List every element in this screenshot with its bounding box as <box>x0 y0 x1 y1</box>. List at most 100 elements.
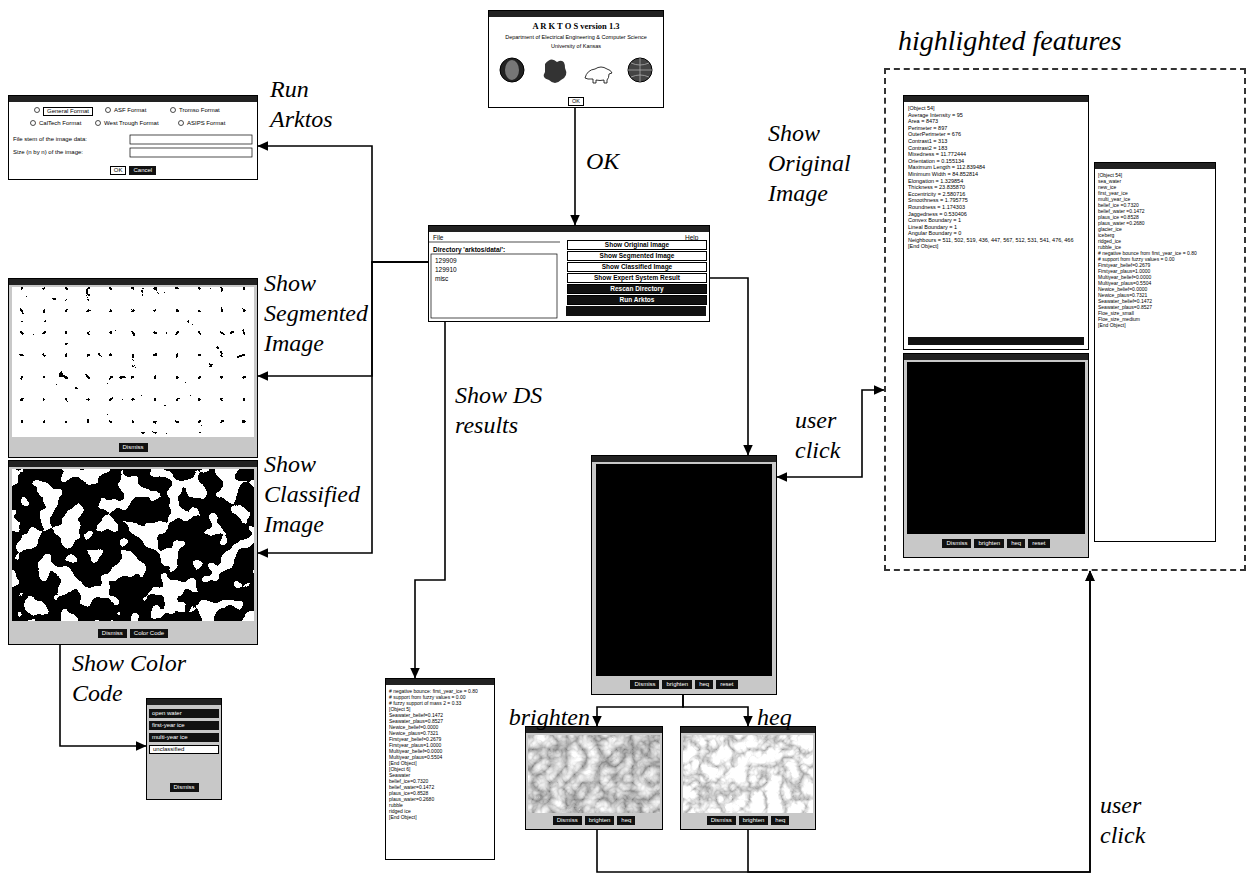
window-text: Newice_plaus=0.7321 <box>1098 292 1212 298</box>
window-text: Average Intensity = 95 <box>908 112 1084 119</box>
window-text: Dismiss <box>942 539 971 548</box>
window-text: # support from fuzzy values = 0.00 <box>389 694 491 700</box>
text-area: [Object 54]Average Intensity = 95Area = … <box>904 96 1088 250</box>
window-text: sea_water <box>1098 178 1212 184</box>
window-text: belief_water =0.1472 <box>1098 208 1212 214</box>
window-text: Angular Boundary = 0 <box>908 230 1084 237</box>
window-text: Firstyear_belief=0.2679 <box>389 736 491 742</box>
title-bar <box>429 226 709 232</box>
title-bar <box>147 699 221 705</box>
feature-list-window: [Object 54]Average Intensity = 95Area = … <box>903 95 1089 350</box>
window-text: plaus_ice =0.8528 <box>1098 214 1212 220</box>
window-text: Floe_size_medium <box>1098 316 1212 322</box>
window-text: [End Object] <box>908 243 1084 250</box>
window-text: Newice_belief=0.0000 <box>1098 286 1212 292</box>
window-text: Minimum Width = 84.852814 <box>908 171 1084 178</box>
window-text: plaus_water=0.2680 <box>389 796 491 802</box>
window-text: belief_ice=0.7320 <box>389 778 491 784</box>
window-text: Rescan Directory <box>567 284 707 294</box>
highlighted-features-group: [Object 54]Average Intensity = 95Area = … <box>884 68 1246 571</box>
window-text: Lineal Boundary = 1 <box>908 224 1084 231</box>
window-text: Floe_size_small <box>1098 310 1212 316</box>
edge-label: Run Arktos <box>270 74 342 134</box>
window-text: [Object 5] <box>389 706 491 712</box>
button-bar: Dismiss <box>9 443 257 452</box>
window-text: belief_water=0.1472 <box>389 784 491 790</box>
edge-label: user click <box>1100 790 1164 850</box>
window-text: Department of Electrical Engineering & C… <box>489 34 663 41</box>
button-bar: OK <box>489 97 663 106</box>
title-bar <box>9 279 257 285</box>
window-text: File stem of the image data: <box>13 136 87 143</box>
window-text: brighten <box>974 539 1004 548</box>
object-list-window: [Object 54]sea_waternew_icefirst_year_ic… <box>1094 162 1216 542</box>
window-text: Contrast1 = 313 <box>908 138 1084 145</box>
window-text: heq <box>1007 539 1025 548</box>
window-ground <box>680 726 816 830</box>
splash-window: A R K T O S version 1.3Department of Ele… <box>488 10 664 108</box>
window-text: West Trough Format <box>104 120 159 127</box>
window-text: ASIPS Format <box>187 120 225 127</box>
flow-arrow <box>597 571 1090 872</box>
window-text: ridged_ice <box>1098 238 1212 244</box>
zoomed-image-window: Dismissbrightenheqreset <box>903 353 1089 558</box>
window-text: Firstyear_belief=0.2679 <box>1098 262 1212 268</box>
input-field <box>130 148 252 157</box>
window-text: [End Object] <box>1098 322 1212 328</box>
window-text: heq <box>617 816 635 825</box>
window-text: University of Kansas <box>489 43 663 50</box>
button-bar: Dismissbrightenheq <box>681 816 815 825</box>
window-text: 129909 <box>435 257 457 265</box>
window-text: [Object 54] <box>908 105 1084 112</box>
brightened-image <box>528 735 660 813</box>
window-text: Perimeter = 897 <box>908 125 1084 132</box>
window-text: Newice_plaus=0.7321 <box>389 730 491 736</box>
globe-icon <box>628 58 652 82</box>
window-text: 129910 <box>435 266 457 274</box>
window-text: Dismiss <box>98 629 127 638</box>
group-heading: highlighted features <box>898 24 1122 58</box>
window-text: A R K T O S version 1.3 <box>489 21 663 31</box>
window-text: Show Expert System Result <box>567 273 707 283</box>
flow-arrow <box>710 278 748 455</box>
window-text: Multiyear_plaus=0.5504 <box>1098 280 1212 286</box>
edge-label: Show Classified Image <box>264 449 368 539</box>
window-text: Show Segmented Image <box>567 251 707 261</box>
title-bar <box>904 354 1088 360</box>
flow-arrow <box>748 571 1090 872</box>
window-text: belief_ice =0.7320 <box>1098 202 1212 208</box>
window-text: Color Code <box>130 629 168 638</box>
window-text: Dismiss <box>630 680 659 689</box>
window-text: Mixedness = 11.772444 <box>908 151 1084 158</box>
window-ground <box>428 225 710 322</box>
format-dialog: General FormatASF FormatTromso FormatCal… <box>8 95 258 180</box>
flow-arrow <box>777 390 884 477</box>
window-text: File <box>433 234 443 242</box>
window-text: General Format <box>43 107 93 116</box>
ice-icon <box>544 59 567 83</box>
window-text: [Object 54] <box>1098 172 1212 178</box>
window-text: # negative bounce from first_year_ice = … <box>1098 250 1212 256</box>
window-text: brighten <box>662 680 692 689</box>
window-text: Neighbours = 511, 502, 519, 436, 447, 56… <box>908 237 1084 244</box>
window-text: Thickness = 23.835870 <box>908 184 1084 191</box>
title-bar <box>9 96 257 102</box>
list-box <box>431 254 557 318</box>
edge-label: OK <box>586 146 646 176</box>
edge-label: user click <box>795 405 857 465</box>
button-strip <box>908 337 1084 345</box>
window-text: Seawater <box>389 772 491 778</box>
title-bar <box>1095 163 1215 169</box>
window-text: Multiyear_belief=0.0000 <box>389 748 491 754</box>
window-text: Size (n by n) of the image: <box>13 149 83 156</box>
window-text: Newice_belief=0.0000 <box>389 724 491 730</box>
window-text: [End Object] <box>389 814 491 820</box>
flow-arrow <box>683 695 748 726</box>
window-ground <box>8 278 258 458</box>
window-text: Area = 8473 <box>908 118 1084 125</box>
window-text: OuterPerimeter = 676 <box>908 131 1084 138</box>
window-text: OK <box>110 166 127 175</box>
window-text: OK <box>568 97 584 106</box>
window-text: first-year ice <box>149 721 219 730</box>
window-text: # support from fuzzy values = 0.00 <box>1098 256 1212 262</box>
